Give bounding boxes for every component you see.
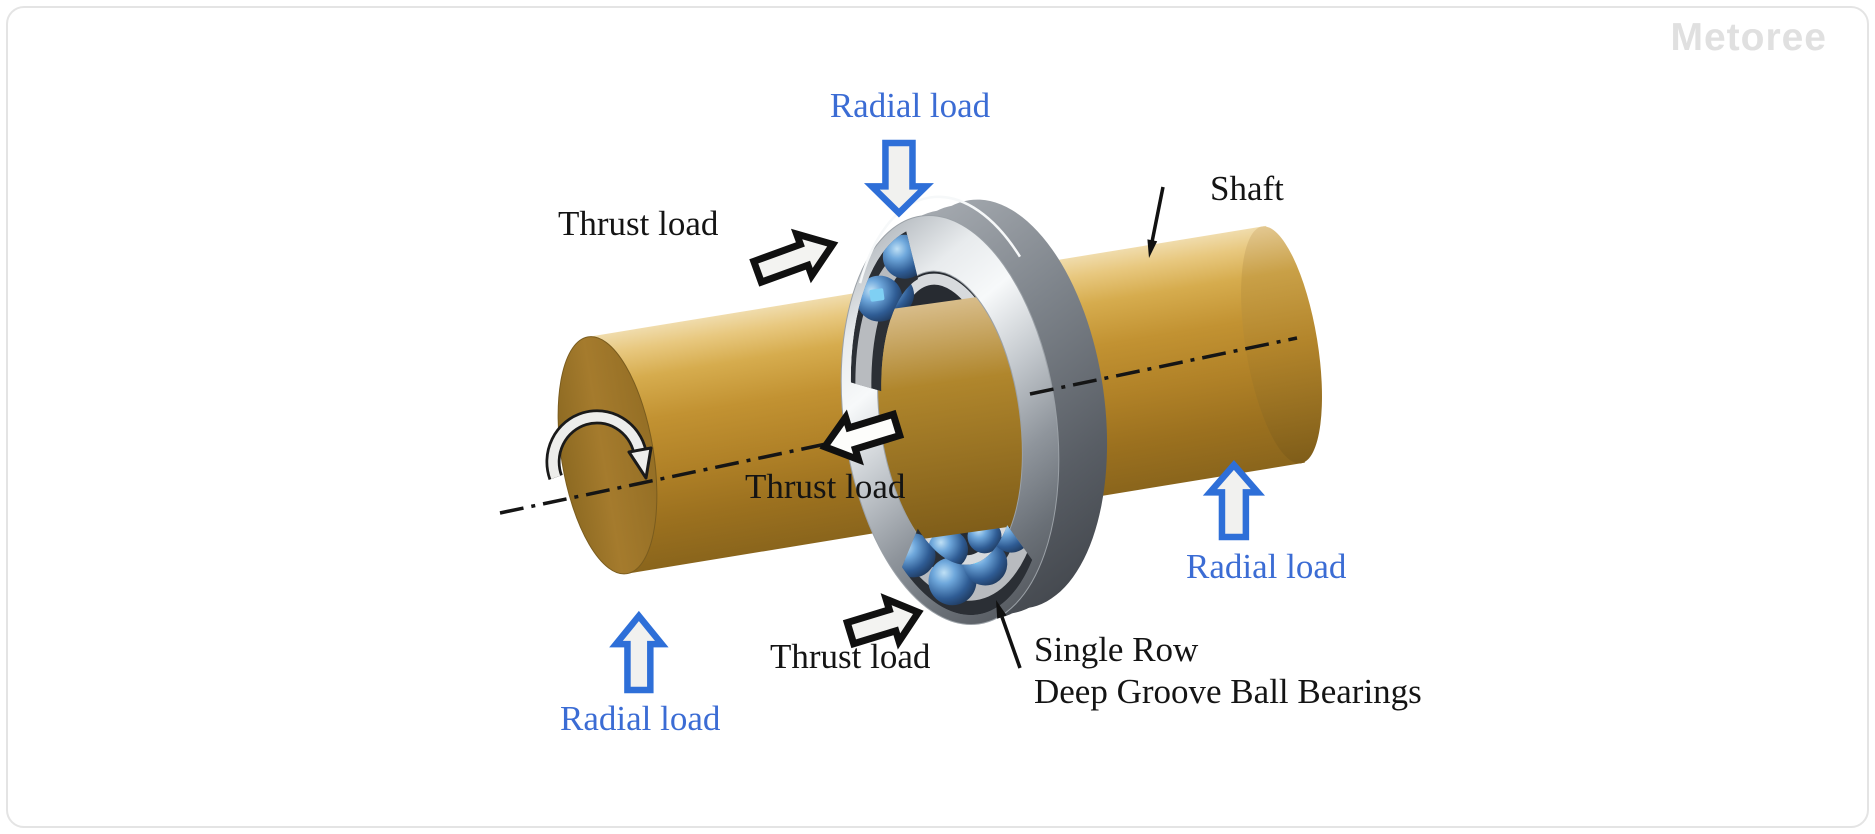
radial-load-up-arrow-left-icon <box>616 616 662 690</box>
bearing-name-line2-label: Deep Groove Ball Bearings <box>1034 672 1422 711</box>
thrust-load-top-label: Thrust load <box>558 204 719 243</box>
brand-watermark: Metoree <box>1670 16 1827 59</box>
shaft-pointer-arrow-icon <box>1147 186 1165 258</box>
shaft-axis-centerline-left <box>499 431 879 515</box>
shaft-right-end <box>1241 226 1322 464</box>
radial-load-right-label: Radial load <box>1186 547 1347 586</box>
radial-load-top-label: Radial load <box>830 86 991 125</box>
shaft-label: Shaft <box>1210 169 1284 208</box>
shaft-left-end-cap <box>557 336 658 575</box>
ball-bearing <box>840 195 1108 626</box>
bearing-name-line1-label: Single Row <box>1034 630 1199 669</box>
thrust-load-bottom-label: Thrust load <box>770 637 931 676</box>
thrust-load-arrow-top-icon <box>750 224 840 293</box>
shaft-rotation-arrow-icon <box>545 409 653 480</box>
radial-load-bottom-left-label: Radial load <box>560 699 721 738</box>
shaft-axis-centerline-right <box>1029 336 1298 396</box>
radial-load-down-arrow-icon <box>872 143 926 213</box>
ball-highlight <box>869 288 885 302</box>
thrust-load-middle-label: Thrust load <box>745 467 906 506</box>
bearing-pointer-arrow-icon <box>996 600 1022 669</box>
ring-rim-highlight <box>858 195 1022 284</box>
